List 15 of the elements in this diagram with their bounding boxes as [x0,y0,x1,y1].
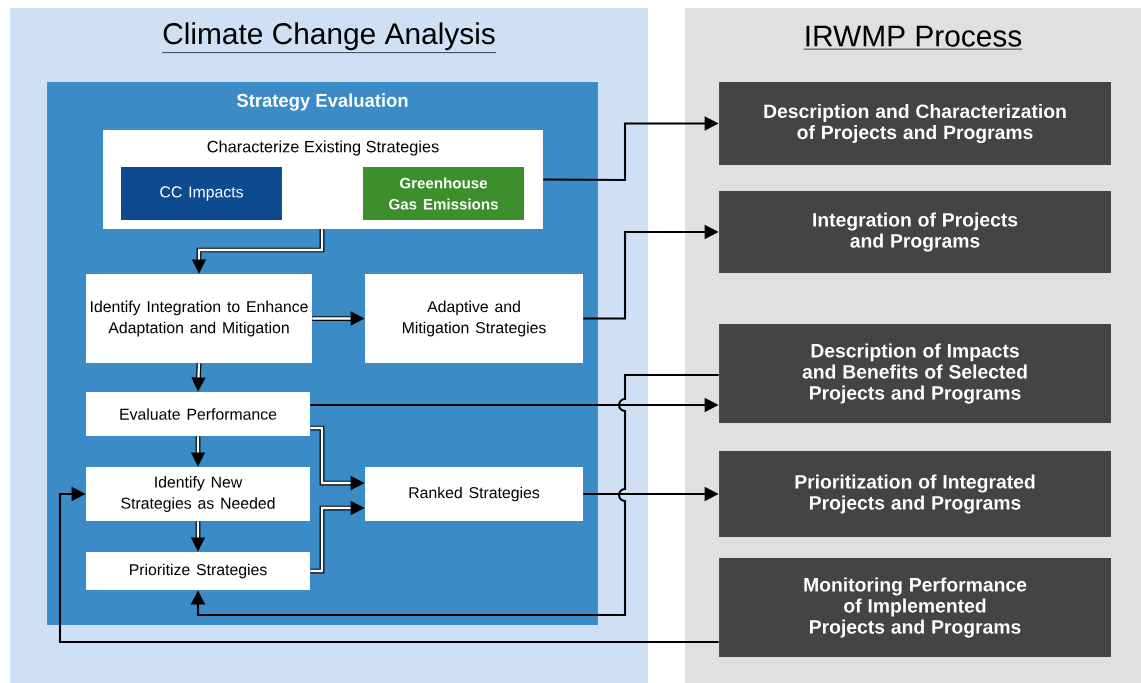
process-box: Prioritize Strategies [86,552,310,590]
process-box: Description of Impacts and Benefits of Selected Projects and Programs [719,324,1111,423]
process-box: Monitoring Performance of Implemented Projects and Programs [719,558,1111,657]
process-box: Evaluate Performance [86,392,310,436]
arrow [58,486,719,644]
process-box: Prioritization of Integrated Projects and Programs [719,451,1111,537]
process-box: Description and Characterization of Projects and Programs [719,82,1111,165]
category-box: CC Impacts [121,167,282,220]
process-box: Integration of Projects and Programs [719,191,1111,273]
process-box: Adaptive and Mitigation Strategies [365,274,583,363]
category-box: Greenhouse Gas Emissions [363,167,524,220]
process-box: Ranked Strategies [365,467,583,521]
process-box: Identify Integration to Enhance Adaptation and Mitigation [86,274,312,363]
arrow [190,373,719,617]
process-box: Identify New Strategies as Needed [86,467,310,521]
